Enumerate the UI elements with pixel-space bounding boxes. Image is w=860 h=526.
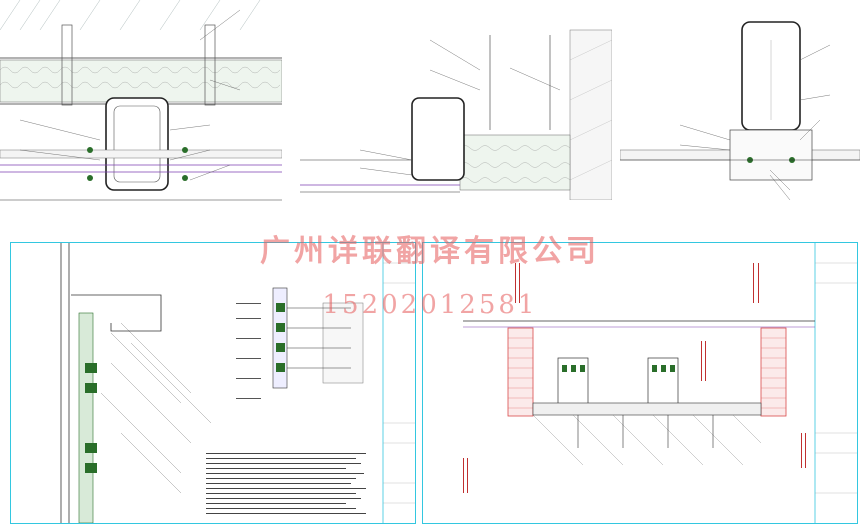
sheet-bottom-right: [422, 242, 858, 524]
sheet-bottom-right-drawing: [463, 243, 857, 523]
detail-top-left: [0, 0, 283, 240]
detail-top-middle: [300, 0, 613, 201]
sheet-bottom-left: [10, 242, 416, 524]
detail-top-middle-drawing: [300, 29, 613, 201]
sheet-bottom-left-drawing: [60, 243, 415, 523]
detail-top-left-drawing: [0, 0, 283, 201]
detail-top-right-drawing: [619, 21, 860, 201]
detail-top-right: [619, 0, 860, 230]
